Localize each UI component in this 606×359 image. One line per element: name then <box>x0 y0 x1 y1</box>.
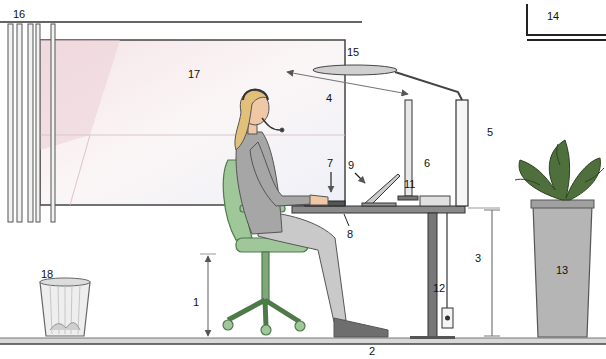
callout-number: 15 <box>346 46 360 58</box>
callout-number: 16 <box>12 8 26 20</box>
wastebasket <box>40 278 90 336</box>
wall-shelf <box>527 4 606 40</box>
callout-number: 9 <box>347 159 355 171</box>
vertical-blinds <box>8 24 55 222</box>
callout-number: 11 <box>403 178 416 190</box>
seated-person <box>235 90 388 338</box>
callout-number: 5 <box>486 126 494 138</box>
callout-number: 6 <box>423 157 431 169</box>
dimension-line <box>468 208 500 336</box>
callout-number: 1 <box>192 296 200 308</box>
callout-number: 8 <box>346 228 354 240</box>
window <box>40 40 345 205</box>
callout-number: 12 <box>432 282 446 294</box>
floor <box>0 338 606 344</box>
desk-lamp <box>313 65 462 100</box>
cable-socket <box>442 213 453 328</box>
callout-number: 3 <box>474 252 482 264</box>
privacy-screen <box>456 100 468 206</box>
callout-number: 13 <box>555 264 569 276</box>
potted-plant <box>515 140 604 337</box>
monitor <box>398 100 450 206</box>
callout-number: 17 <box>187 68 201 80</box>
dimension-line <box>200 254 216 336</box>
callout-number: 4 <box>325 92 333 104</box>
laptop <box>362 174 400 206</box>
ceiling-rail <box>0 22 362 23</box>
callout-number: 14 <box>546 10 560 22</box>
leader-arrow <box>331 172 365 226</box>
callout-number: 7 <box>326 157 334 169</box>
callout-number: 18 <box>40 268 54 280</box>
callout-number: 2 <box>368 345 376 357</box>
dimension-line <box>287 72 408 94</box>
